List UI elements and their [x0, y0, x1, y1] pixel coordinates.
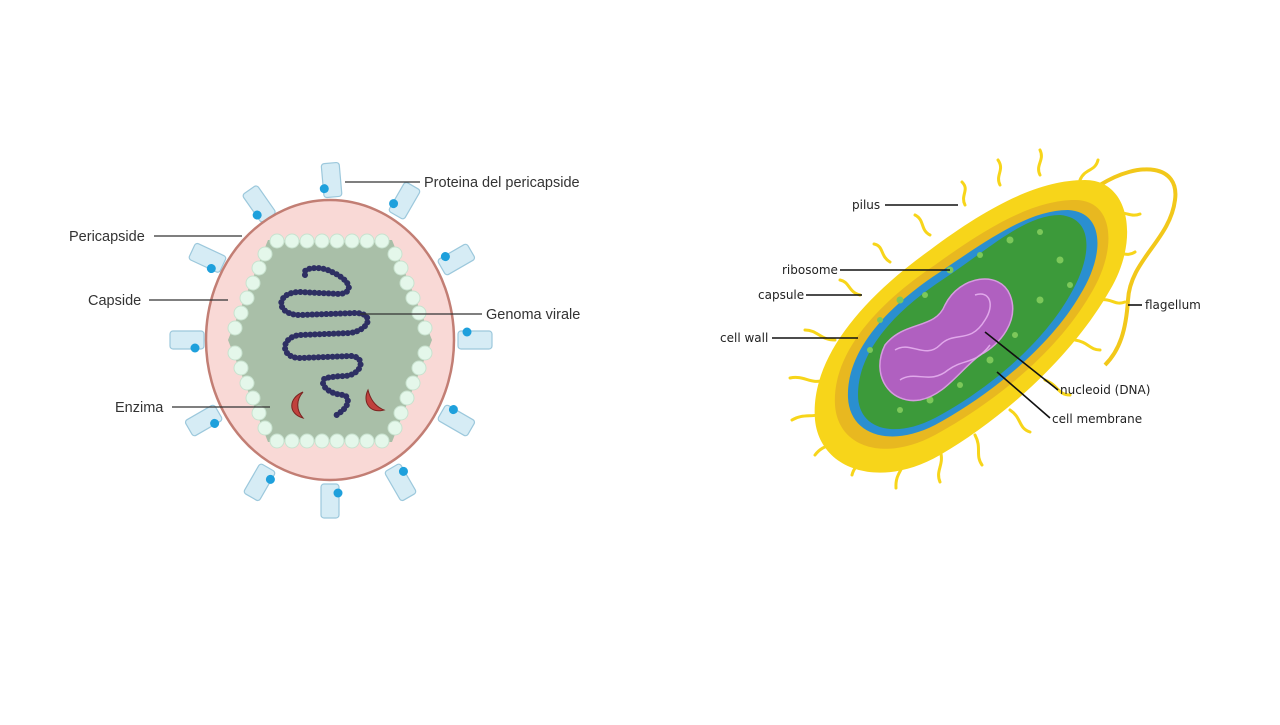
enzyme-left — [291, 391, 305, 419]
label-genome: Genoma virale — [486, 307, 580, 323]
label-envelope-protein: Proteina del pericapside — [424, 175, 580, 191]
enzyme-right — [365, 388, 386, 412]
label-capsid: Capside — [88, 293, 141, 309]
flagellum — [1098, 167, 1178, 367]
label-capsule: capsule — [758, 288, 804, 302]
capsid — [228, 240, 432, 442]
viral-genome — [278, 265, 371, 419]
label-cell-membrane: cell membrane — [1052, 412, 1142, 426]
label-flagellum: flagellum — [1145, 298, 1201, 312]
capsomeres — [227, 233, 433, 449]
label-nucleoid: nucleoid (DNA) — [1060, 383, 1150, 397]
label-ribosome: ribosome — [782, 263, 838, 277]
label-enzyme: Enzima — [115, 400, 164, 416]
label-cell-wall: cell wall — [720, 331, 768, 345]
virus-illustration: Proteina del pericapside Pericapside Cap… — [69, 161, 580, 519]
label-envelope: Pericapside — [69, 229, 145, 245]
virus-diagram: Proteina del pericapside Pericapside Cap… — [0, 0, 640, 720]
bacterium-illustration: pilus ribosome capsule cell wall flagell… — [720, 148, 1201, 490]
label-pilus: pilus — [852, 198, 880, 212]
bacterium-diagram: pilus ribosome capsule cell wall flagell… — [640, 0, 1280, 720]
envelope-proteins — [169, 161, 493, 519]
ribosomes — [867, 229, 1073, 413]
